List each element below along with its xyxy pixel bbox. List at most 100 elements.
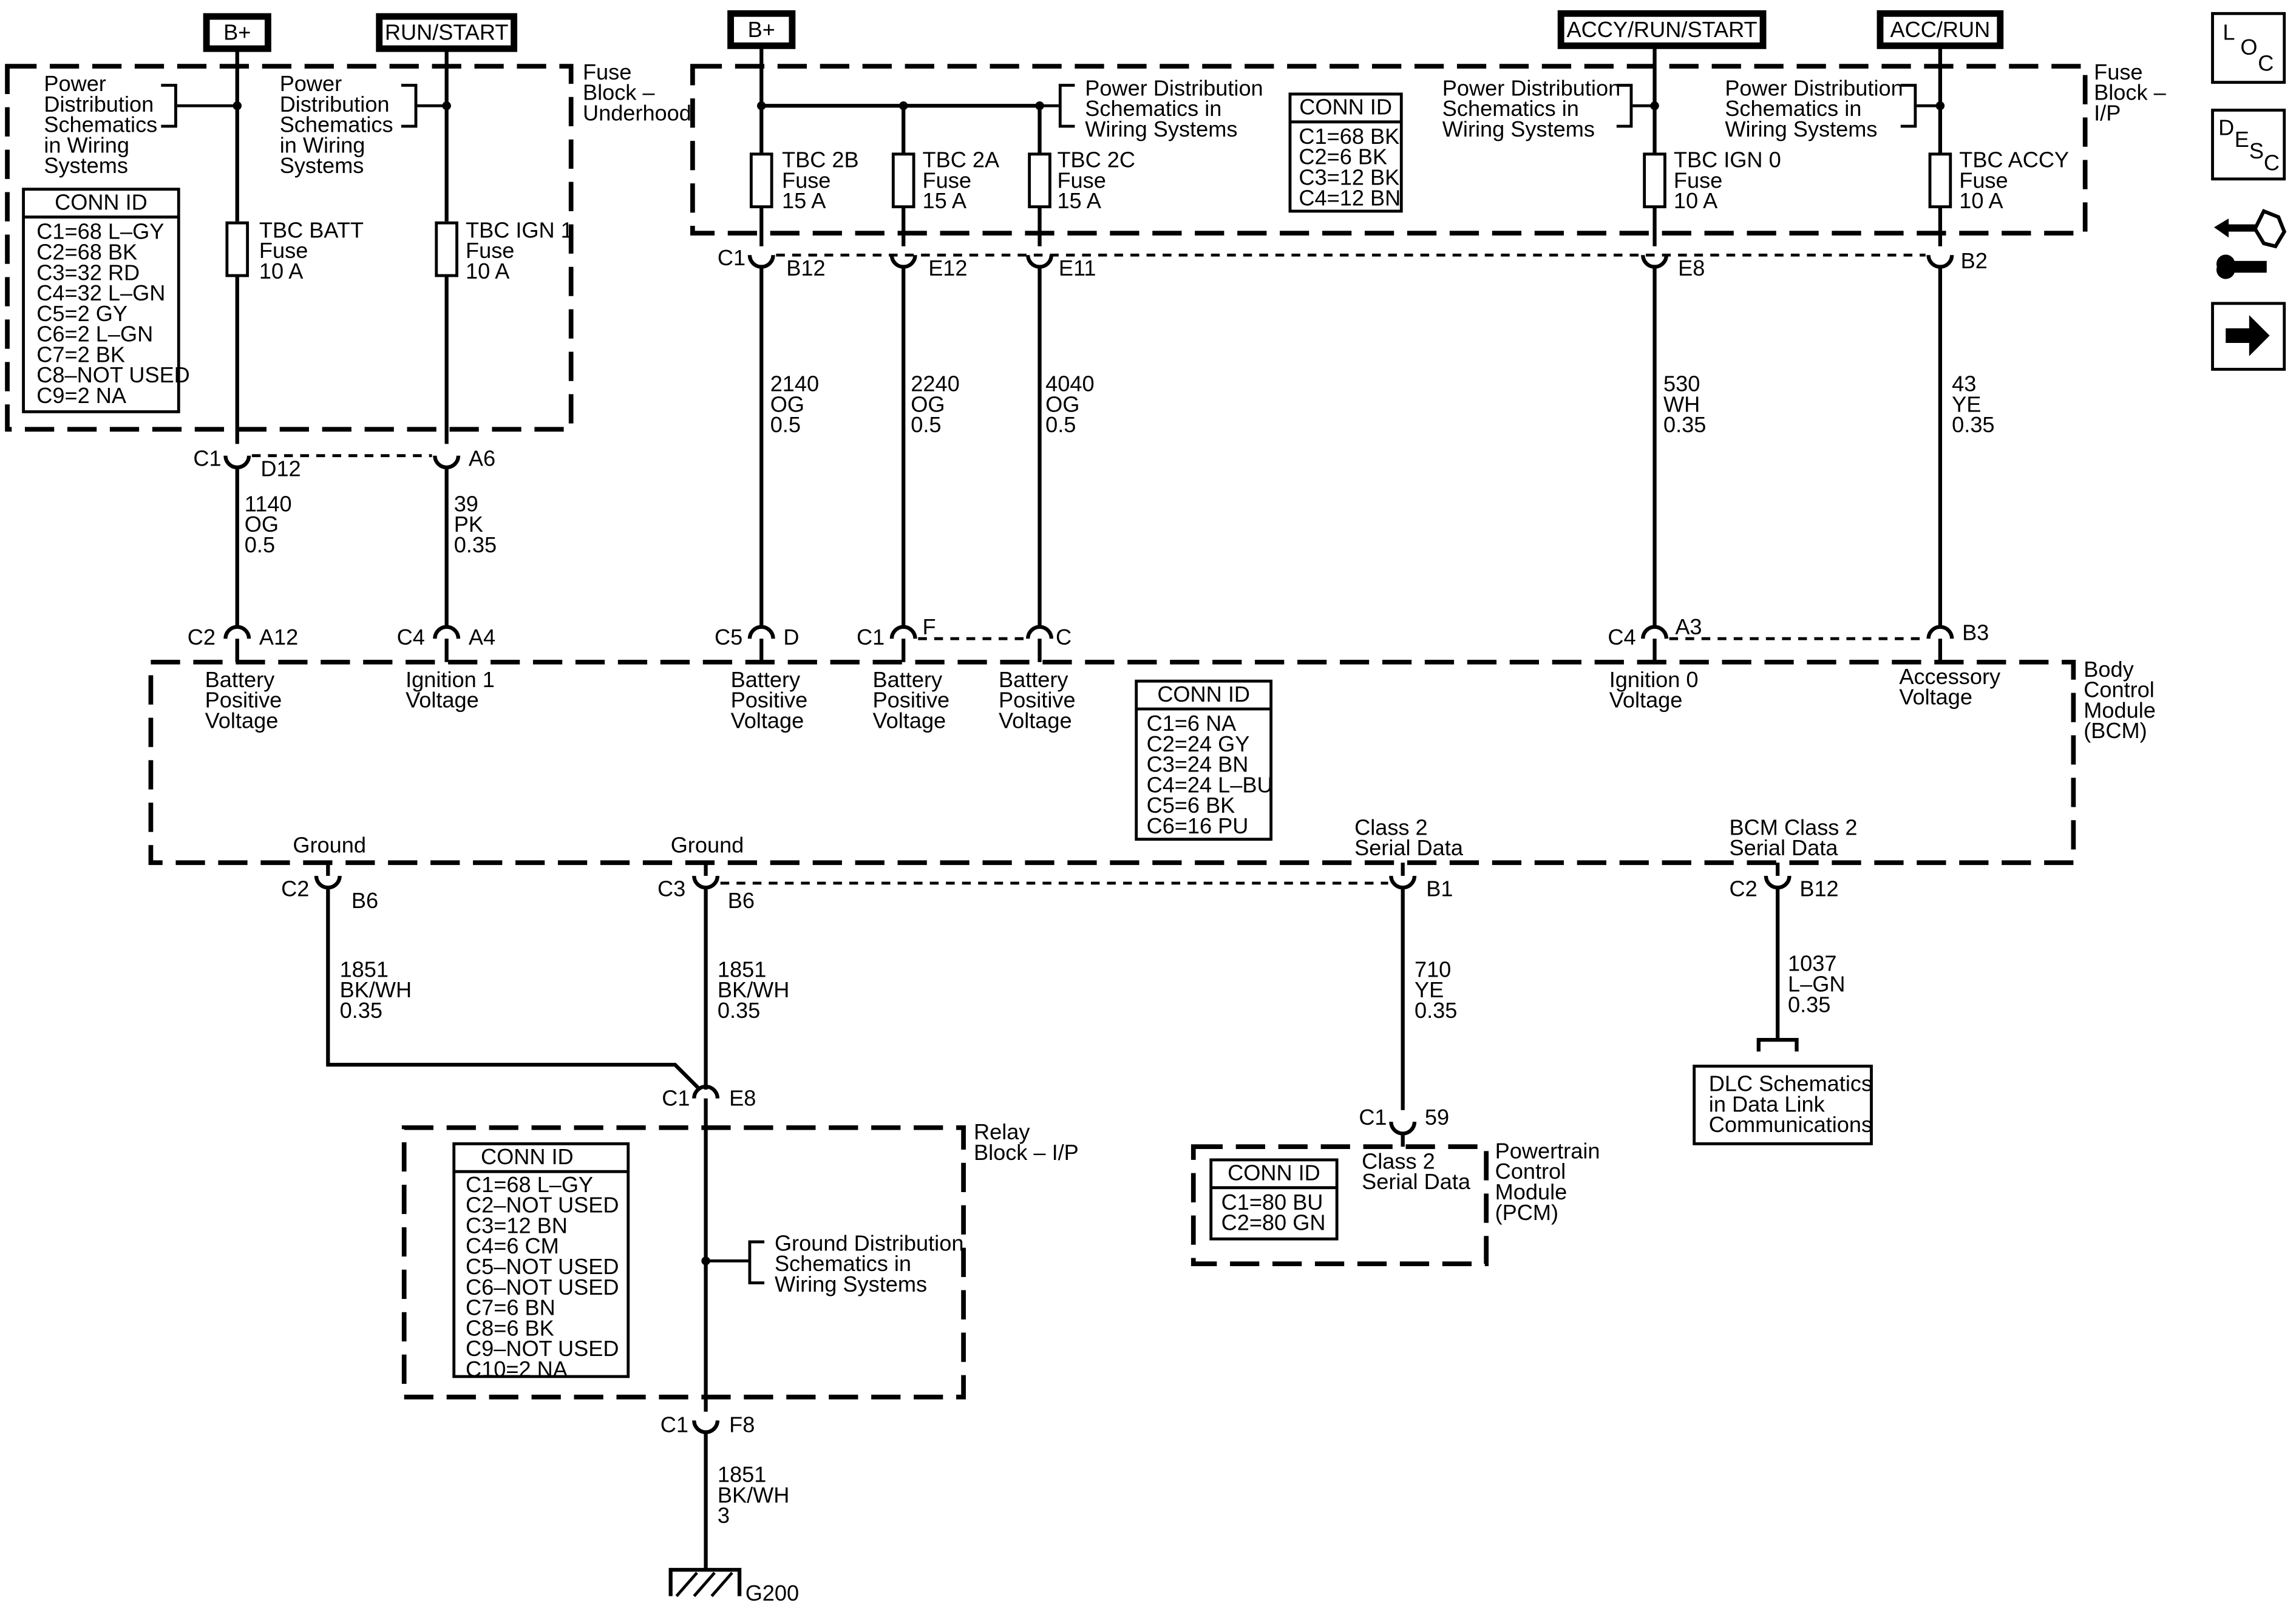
svg-text:C1=6 NA: C1=6 NA	[1147, 711, 1237, 736]
svg-text:0.35: 0.35	[1415, 998, 1457, 1023]
bcm-label: Body Control Module (BCM)	[2084, 657, 2156, 743]
fuse-tbc-2a-label: TBC 2A Fuse 15 A	[923, 147, 1000, 214]
wire-530: 530 WH 0.35	[1663, 371, 1706, 438]
svg-text:0.35: 0.35	[1952, 412, 1994, 437]
svg-text:Fuse: Fuse	[583, 59, 631, 84]
wire-39: 39 PK 0.35	[454, 491, 497, 557]
svg-text:Fuse: Fuse	[2094, 59, 2142, 84]
svg-text:0.35: 0.35	[454, 532, 497, 557]
ground-g200-icon	[668, 1568, 742, 1598]
svg-text:F8: F8	[729, 1412, 755, 1437]
svg-text:Systems: Systems	[280, 153, 364, 178]
wire-2140: 2140 OG 0.5	[770, 371, 819, 438]
svg-text:Voltage: Voltage	[873, 708, 946, 733]
loc-button[interactable]: L O C	[2211, 12, 2286, 84]
fuse-tbc-2b	[749, 152, 773, 209]
svg-text:Wiring Systems: Wiring Systems	[775, 1272, 927, 1297]
svg-text:E: E	[2235, 127, 2249, 152]
svg-text:0.5: 0.5	[245, 532, 275, 557]
svg-text:0.5: 0.5	[1045, 412, 1076, 437]
repair-tools-icon[interactable]	[2213, 209, 2287, 279]
svg-text:C8–NOT USED: C8–NOT USED	[36, 362, 190, 387]
bcm-pin-f: Battery Positive Voltage	[873, 667, 950, 733]
svg-text:Positive: Positive	[873, 688, 950, 713]
svg-text:A6: A6	[469, 446, 495, 471]
svg-text:C1=80 BU: C1=80 BU	[1221, 1190, 1323, 1215]
svg-text:Fuse: Fuse	[1057, 168, 1106, 192]
arrow-right-icon	[2226, 315, 2270, 356]
relay-block-label: Relay Block – I/P	[974, 1119, 1079, 1165]
svg-text:Serial Data: Serial Data	[1354, 835, 1464, 860]
svg-text:C1=68 L–GY: C1=68 L–GY	[466, 1172, 593, 1197]
svg-text:C1: C1	[718, 245, 746, 270]
svg-text:C3: C3	[657, 876, 685, 901]
bcm-pin-b3: Accessory Voltage	[1899, 664, 2000, 710]
conn-id-underhood: CONN ID C1=68 L–GY C2=68 BK C3=32 RD C4=…	[22, 188, 190, 413]
svg-text:CONN ID: CONN ID	[1157, 682, 1250, 707]
svg-text:in Wiring: in Wiring	[280, 132, 365, 157]
svg-text:Voltage: Voltage	[731, 708, 804, 733]
svg-text:Ground Distribution: Ground Distribution	[775, 1230, 964, 1255]
svg-text:Powertrain: Powertrain	[1495, 1138, 1600, 1163]
svg-text:Wiring Systems: Wiring Systems	[1442, 117, 1595, 141]
svg-text:Schematics in: Schematics in	[775, 1251, 911, 1276]
pds-bracket-right	[401, 84, 418, 128]
svg-text:10 A: 10 A	[1674, 188, 1718, 213]
svg-text:TBC 2A: TBC 2A	[923, 147, 1000, 172]
desc-button[interactable]: D E S C	[2211, 109, 2286, 181]
svg-text:Fuse: Fuse	[1674, 168, 1722, 192]
svg-text:Positive: Positive	[205, 688, 282, 713]
svg-text:C1: C1	[857, 625, 885, 649]
svg-text:BK/WH: BK/WH	[718, 1482, 790, 1507]
svg-text:C1: C1	[1359, 1105, 1387, 1130]
svg-text:Battery: Battery	[999, 667, 1068, 692]
svg-text:C5=6 BK: C5=6 BK	[1147, 793, 1235, 818]
svg-text:0.5: 0.5	[911, 412, 941, 437]
svg-text:C4=6 CM: C4=6 CM	[466, 1233, 559, 1258]
svg-text:B1: B1	[1426, 876, 1453, 901]
svg-text:C8=6 BK: C8=6 BK	[466, 1315, 554, 1340]
conn-id-bcm: CONN ID C1=6 NA C2=24 GY C3=24 BN C4=24 …	[1135, 679, 1273, 841]
wire-710: 710 YE 0.35	[1415, 957, 1457, 1023]
svg-text:(PCM): (PCM)	[1495, 1200, 1558, 1225]
svg-text:Voltage: Voltage	[205, 708, 279, 733]
svg-text:Module: Module	[1495, 1179, 1567, 1204]
svg-text:Module: Module	[2084, 697, 2156, 722]
svg-text:Ignition 1: Ignition 1	[406, 667, 495, 692]
svg-text:C3=24 BN: C3=24 BN	[1147, 752, 1249, 777]
svg-text:Schematics: Schematics	[280, 112, 393, 137]
svg-text:C5=2 GY: C5=2 GY	[36, 301, 127, 326]
svg-text:WH: WH	[1663, 392, 1700, 416]
svg-text:C2–NOT USED: C2–NOT USED	[466, 1193, 619, 1218]
fuse-block-ip-label: Fuse Block – I/P	[2094, 59, 2166, 126]
svg-text:Power Distribution: Power Distribution	[1085, 75, 1263, 100]
svg-text:Wiring Systems: Wiring Systems	[1085, 117, 1237, 141]
svg-text:B+: B+	[748, 17, 775, 42]
svg-text:in Wiring: in Wiring	[44, 132, 129, 157]
svg-text:B12: B12	[786, 256, 825, 280]
bcm-pin-c: Battery Positive Voltage	[999, 667, 1076, 733]
svg-text:C6–NOT USED: C6–NOT USED	[466, 1275, 619, 1300]
fuse-tbc-accy-label: TBC ACCY Fuse 10 A	[1959, 147, 2069, 214]
svg-text:B3: B3	[1962, 620, 1989, 645]
next-page-button[interactable]	[2211, 302, 2286, 371]
svg-text:C9–NOT USED: C9–NOT USED	[466, 1336, 619, 1361]
svg-text:C4=12 BN: C4=12 BN	[1299, 185, 1401, 210]
fuse-tbc-2a	[891, 152, 915, 209]
pcm-label: Powertrain Control Module (PCM)	[1495, 1138, 1600, 1224]
svg-text:Battery: Battery	[731, 667, 801, 692]
svg-text:C2=24 GY: C2=24 GY	[1147, 731, 1250, 756]
svg-text:0.35: 0.35	[718, 998, 760, 1023]
fuse-block-ip	[690, 64, 2088, 236]
svg-text:1851: 1851	[340, 957, 389, 981]
svg-text:C2: C2	[1730, 876, 1758, 901]
svg-text:Fuse: Fuse	[259, 238, 308, 263]
svg-text:C2: C2	[188, 625, 216, 649]
svg-text:4040: 4040	[1045, 371, 1094, 396]
svg-text:Schematics: Schematics	[44, 112, 157, 137]
svg-text:Serial Data: Serial Data	[1730, 835, 1839, 860]
svg-text:C4=24 L–BU: C4=24 L–BU	[1147, 772, 1273, 797]
svg-text:59: 59	[1425, 1105, 1449, 1130]
pds-text-ip-c: Power Distribution Schematics in Wiring …	[1725, 75, 1903, 141]
